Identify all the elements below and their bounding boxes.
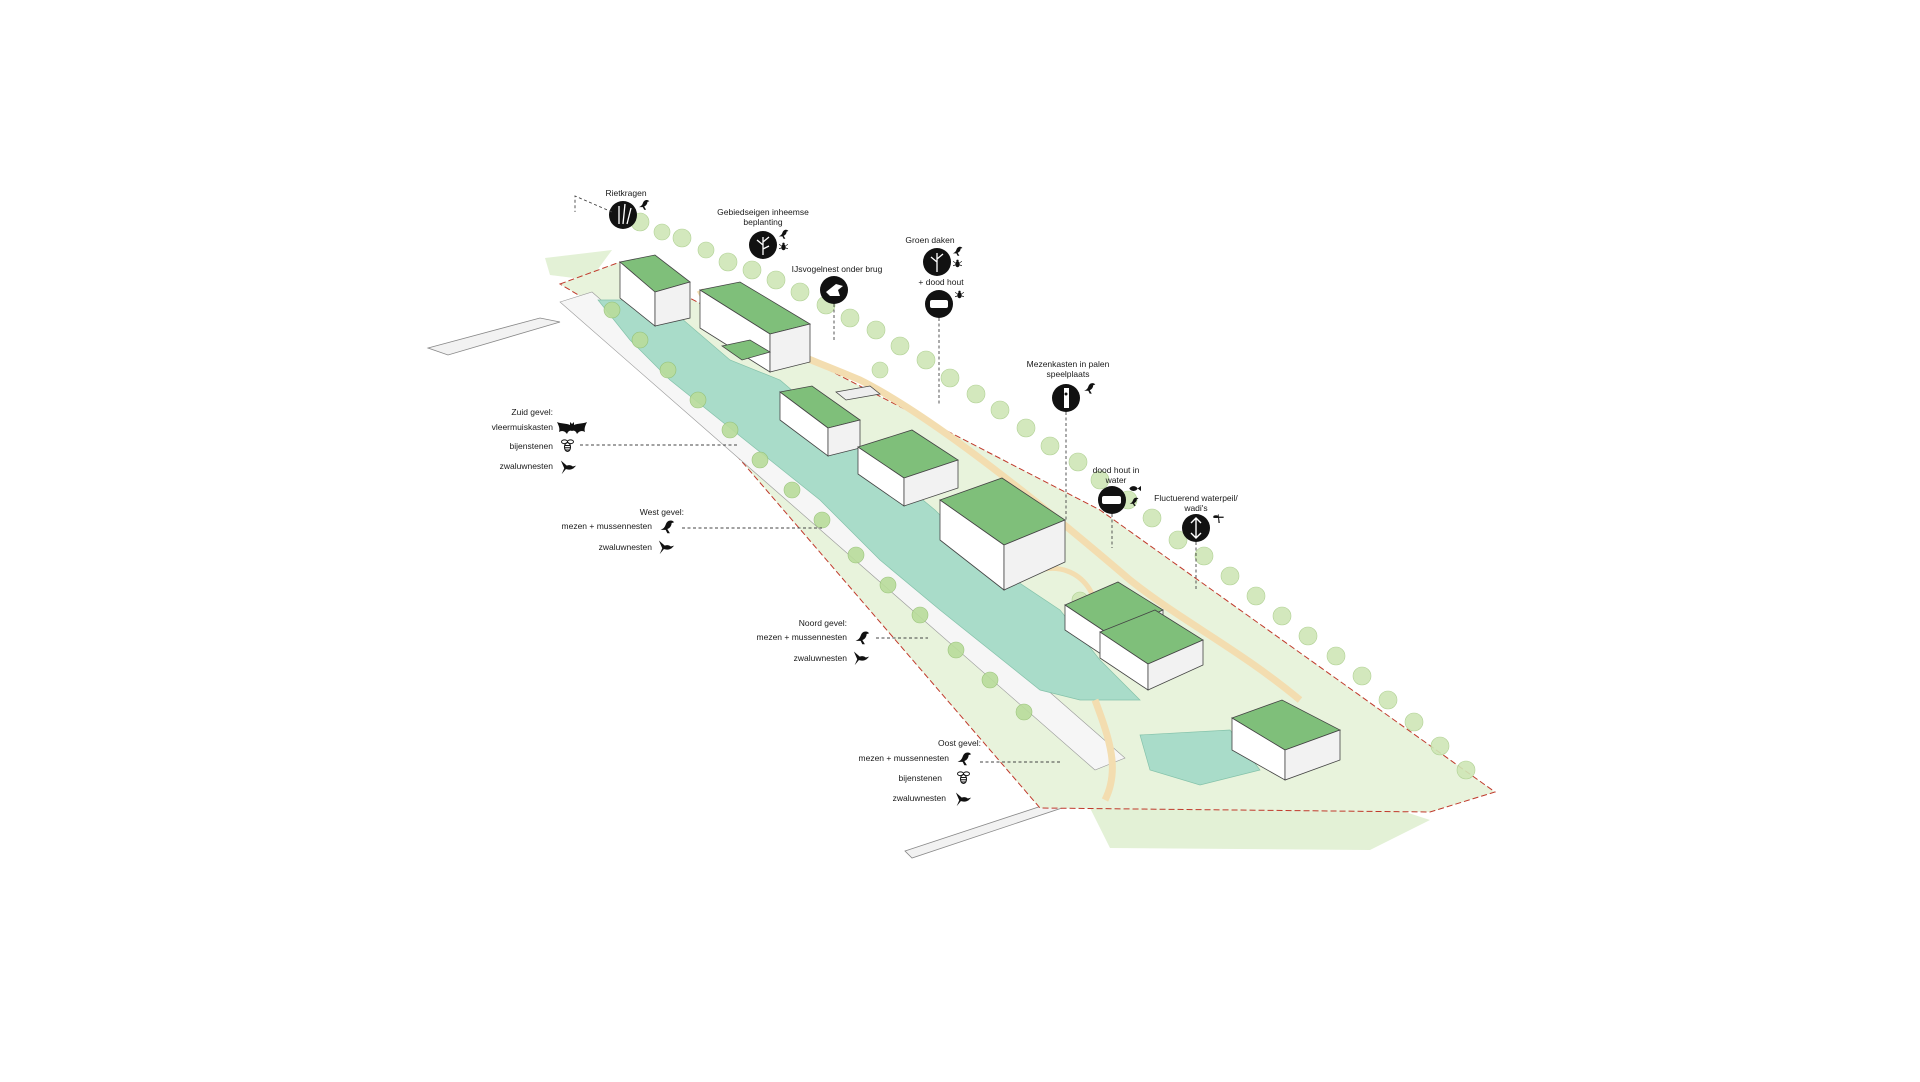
label-groen-daken: Groen daken (905, 235, 954, 245)
bird-icon (660, 520, 675, 534)
bee-icon (956, 771, 971, 785)
oost-gevel-item-1: mezen + mussennesten (859, 753, 950, 763)
swallow-icon (658, 540, 675, 555)
swallow-icon (853, 651, 870, 666)
swallow-icon (955, 792, 972, 807)
oost-gevel-title: Oost gevel: (938, 738, 981, 748)
label-mezenkasten-1: Mezenkasten in palen (1027, 359, 1110, 369)
label-gebiedseigen-1: Gebiedseigen inheemse (717, 207, 809, 217)
building-2 (698, 281, 812, 373)
callout-mezenkasten: Mezenkasten in palen speelplaats (1027, 359, 1110, 522)
callout-dood-hout-water: dood hout in water (1093, 465, 1141, 548)
bee-icon (560, 439, 575, 453)
callout-groen-daken: Groen daken + dood hout (905, 235, 964, 404)
building-3 (779, 385, 881, 457)
zuid-gevel-title: Zuid gevel: (511, 407, 553, 417)
building-8 (1231, 699, 1341, 781)
building-7 (1099, 609, 1204, 691)
label-mezenkasten-2: speelplaats (1046, 369, 1089, 379)
oost-gevel-item-3: zwaluwnesten (893, 793, 947, 803)
zuid-gevel-item-3: zwaluwnesten (500, 461, 554, 471)
bird-icon (1084, 383, 1096, 394)
callout-rietkragen: Rietkragen (574, 188, 650, 229)
bird-icon (638, 199, 650, 210)
callout-west-gevel: West gevel: mezen + mussennesten zwaluwn… (562, 507, 822, 555)
bird-icon (855, 631, 870, 645)
callout-ijsvogel: IJsvogelnest onder brug (792, 264, 883, 342)
label-gebiedseigen-2: beplanting (743, 217, 783, 227)
dragonfly-icon (1213, 514, 1224, 523)
beetle-icon (953, 259, 962, 268)
noord-gevel-title: Noord gevel: (799, 618, 847, 628)
buildings (619, 254, 1341, 781)
fish-icon (1129, 485, 1141, 492)
building-1 (619, 254, 691, 327)
noord-gevel-item-2: zwaluwnesten (794, 653, 848, 663)
swallow-icon (560, 460, 577, 475)
bird-icon (778, 229, 789, 239)
callout-oost-gevel: Oost gevel: mezen + mussennesten bijenst… (859, 738, 1060, 807)
label-dood-hout-water-2: water (1105, 475, 1127, 485)
label-dood-hout: + dood hout (918, 277, 964, 287)
west-gevel-item-2: zwaluwnesten (599, 542, 653, 552)
west-gevel-item-1: mezen + mussennesten (562, 521, 653, 531)
building-4 (857, 429, 959, 507)
west-gevel-title: West gevel: (640, 507, 684, 517)
callout-zuid-gevel: Zuid gevel: vleermuiskasten bijenstenen … (492, 407, 738, 475)
building-5 (939, 477, 1066, 591)
bat-icon (557, 422, 587, 434)
label-rietkragen: Rietkragen (605, 188, 646, 198)
label-dood-hout-water-1: dood hout in (1093, 465, 1140, 475)
reed-icon (609, 201, 637, 229)
label-fluctuerend-2: wadi's (1183, 503, 1207, 513)
oost-gevel-item-2: bijenstenen (899, 773, 943, 783)
bird-icon (957, 752, 972, 766)
beetle-icon (955, 290, 964, 299)
callout-noord-gevel: Noord gevel: mezen + mussennesten zwaluw… (757, 618, 928, 666)
bird-icon (952, 246, 963, 256)
top-callouts: Rietkragen Gebiedseigen inheemse beplant… (574, 188, 1238, 590)
beetle-icon (779, 242, 788, 251)
callout-fluctuerend: Fluctuerend waterpeil/ wadi's (1154, 493, 1238, 590)
label-fluctuerend-1: Fluctuerend waterpeil/ (1154, 493, 1238, 503)
callout-gebiedseigen: Gebiedseigen inheemse beplanting (717, 207, 809, 259)
facade-callouts: Zuid gevel: vleermuiskasten bijenstenen … (492, 407, 1060, 807)
noord-gevel-item-1: mezen + mussennesten (757, 632, 848, 642)
label-ijsvogelnest: IJsvogelnest onder brug (792, 264, 883, 274)
zuid-gevel-item-2: bijenstenen (510, 441, 554, 451)
zuid-gevel-item-1: vleermuiskasten (492, 422, 554, 432)
